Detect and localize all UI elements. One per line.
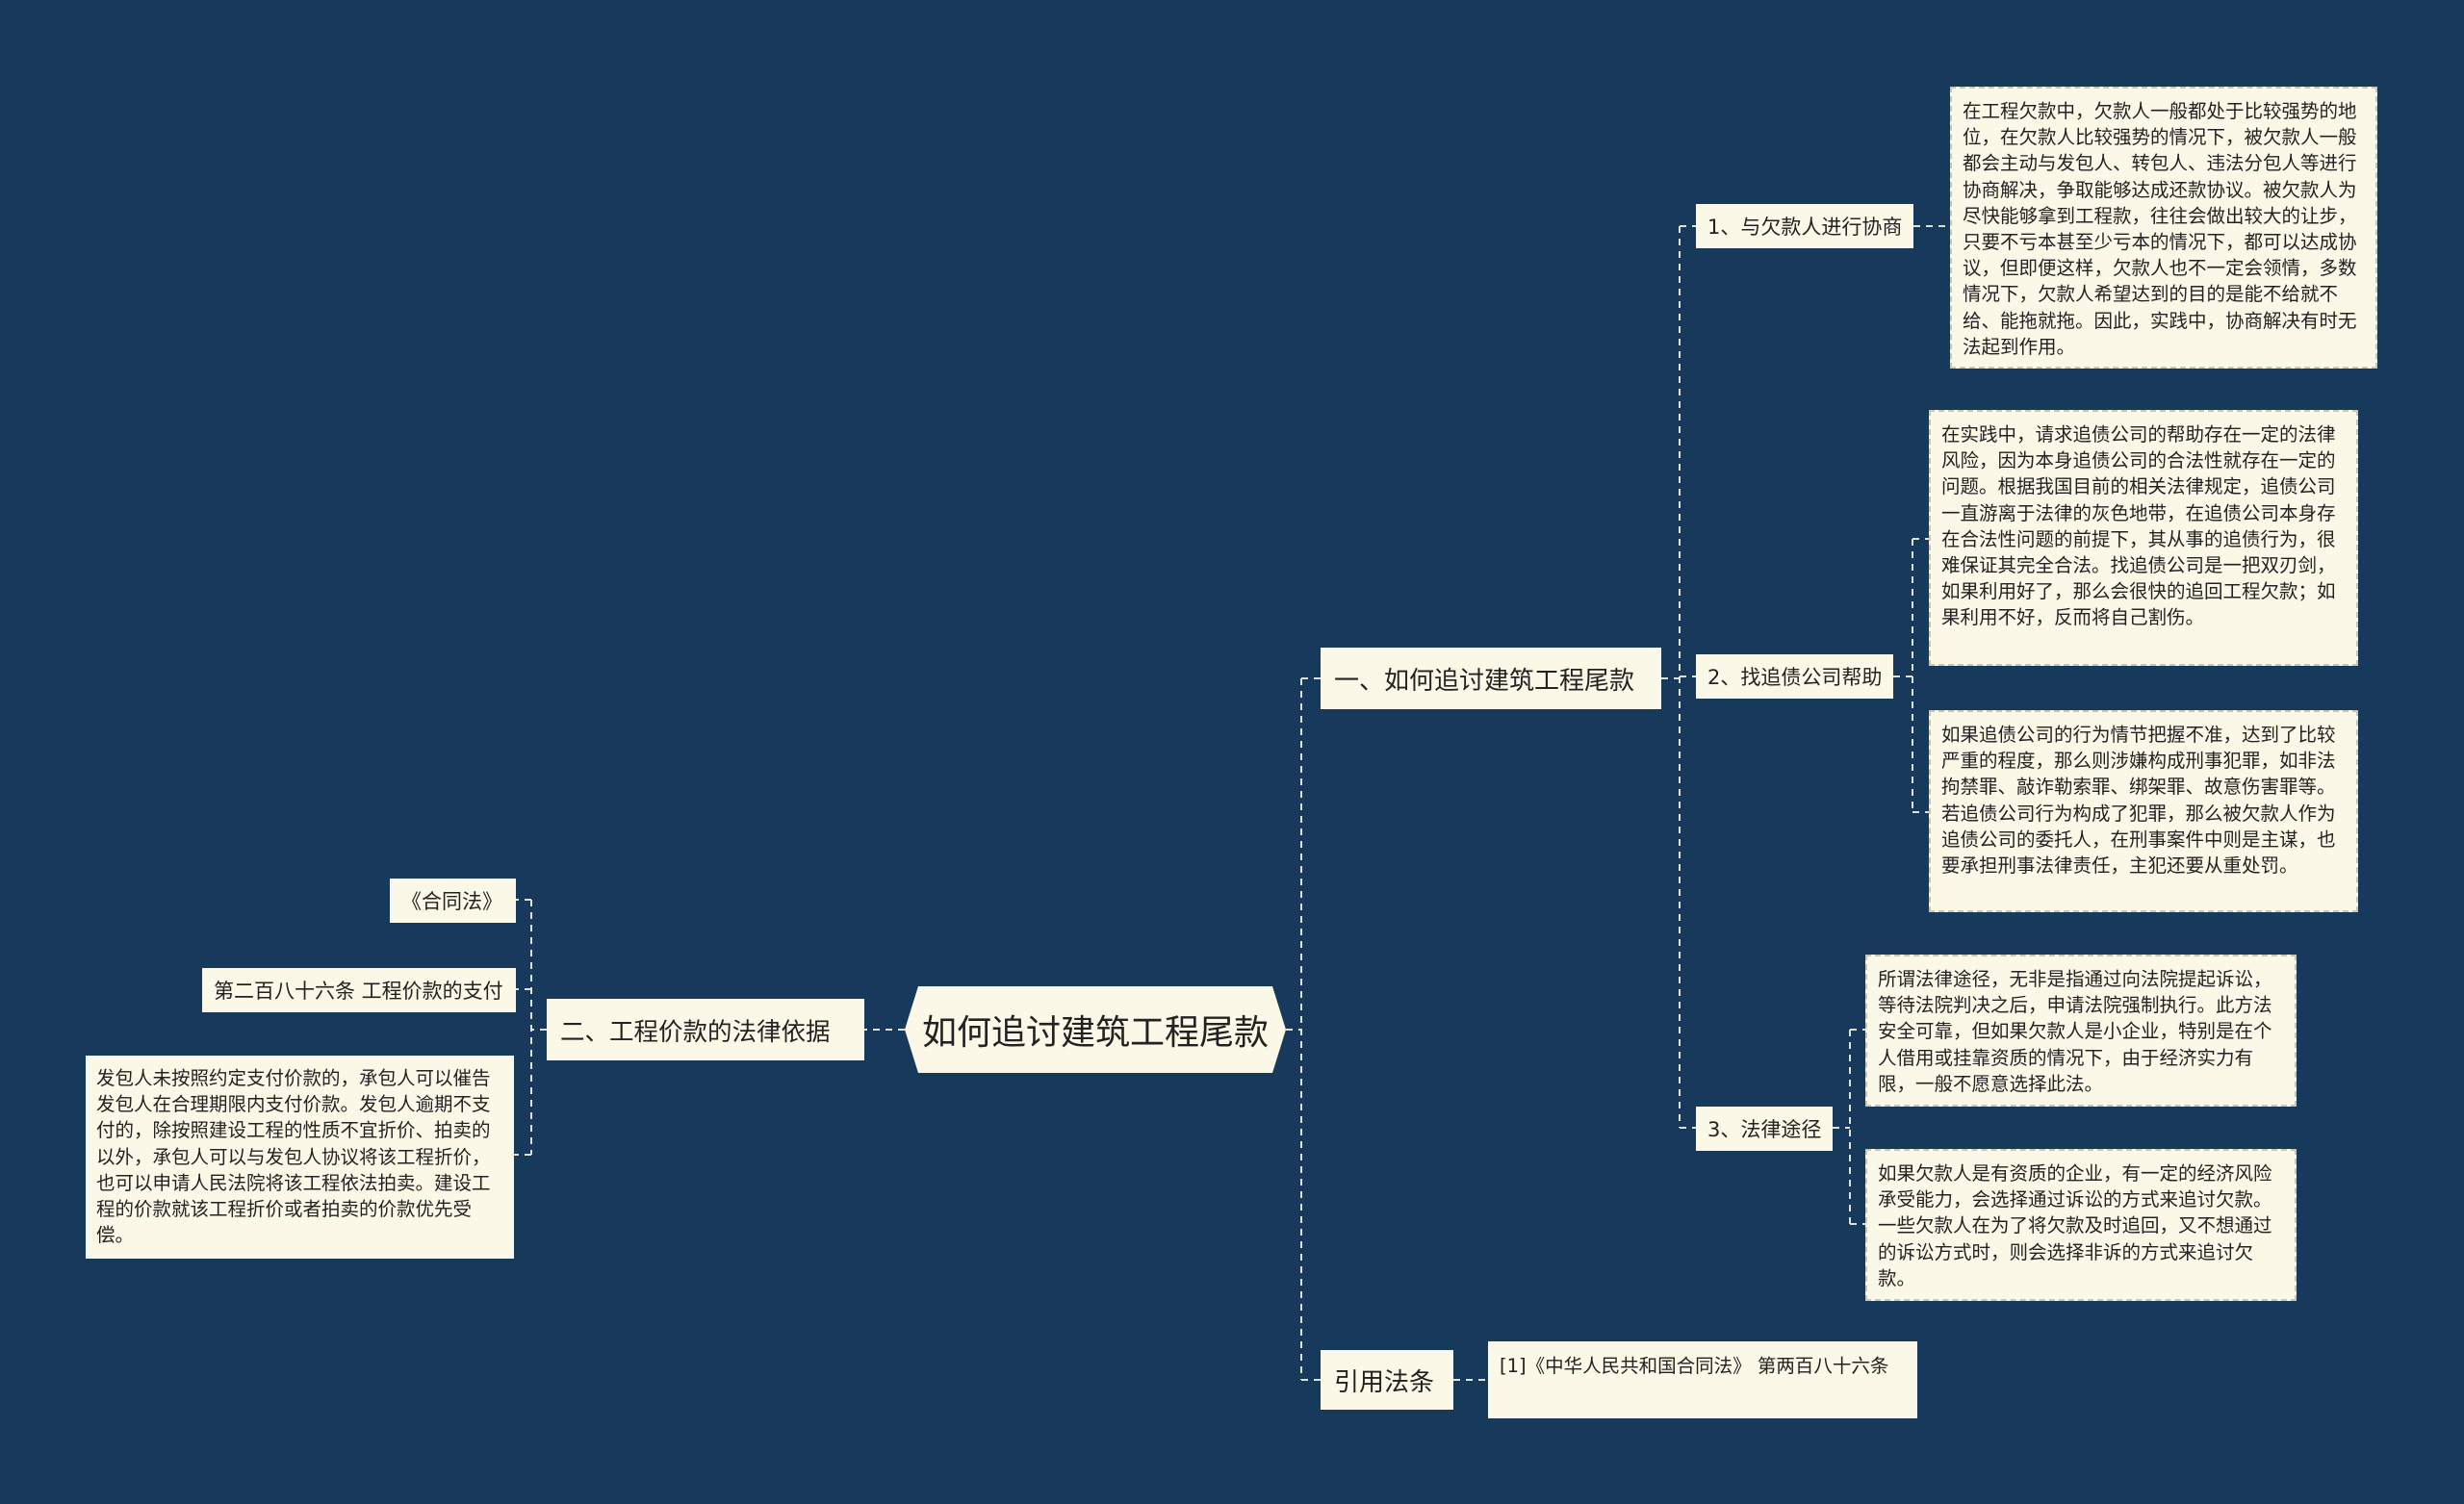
branch-legal-basis-label: 二、工程价款的法律依据 (560, 1017, 831, 1047)
branch-cited-law-label: 引用法条 (1334, 1367, 1435, 1397)
debt-company-text-2-content: 如果追债公司的行为情节把握不准，达到了比较严重的程度，那么则涉嫌构成刑事犯罪，如… (1941, 724, 2336, 878)
article-286-text: 发包人未按照约定支付价款的，承包人可以催告发包人在合理期限内支付价款。发包人逾期… (86, 1056, 514, 1259)
sub-negotiate-label: 1、与欠款人进行协商 (1707, 216, 1903, 239)
article-286-text-content: 发包人未按照约定支付价款的，承包人可以催告发包人在合理期限内支付价款。发包人逾期… (96, 1067, 491, 1247)
debt-company-text-2: 如果追债公司的行为情节把握不准，达到了比较严重的程度，那么则涉嫌构成刑事犯罪，如… (1929, 710, 2358, 912)
article-286-item[interactable]: 第二百八十六条 工程价款的支付 (202, 968, 516, 1012)
root-node[interactable]: 如何追讨建筑工程尾款 (905, 986, 1286, 1073)
sub-legal-route[interactable]: 3、法律途径 (1696, 1107, 1833, 1151)
legal-route-text-2-content: 如果欠款人是有资质的企业，有一定的经济风险承受能力，会选择通过诉讼的方式来追讨欠… (1878, 1162, 2272, 1289)
sub-legal-route-label: 3、法律途径 (1707, 1118, 1822, 1141)
cited-law-item: [1]《中华人民共和国合同法》 第两百八十六条 (1488, 1341, 1917, 1418)
branch-how-to-recover[interactable]: 一、如何追讨建筑工程尾款 (1321, 648, 1661, 709)
sub-negotiate[interactable]: 1、与欠款人进行协商 (1696, 204, 1913, 248)
cited-law-item-content: [1]《中华人民共和国合同法》 第两百八十六条 (1500, 1355, 1889, 1377)
legal-route-text-1-content: 所谓法律途径，无非是指通过向法院提起诉讼，等待法院判决之后，申请法院强制执行。此… (1878, 968, 2272, 1095)
debt-company-text-1: 在实践中，请求追债公司的帮助存在一定的法律风险，因为本身追债公司的合法性就存在一… (1929, 410, 2358, 666)
branch-how-to-recover-label: 一、如何追讨建筑工程尾款 (1334, 666, 1635, 696)
debt-company-text-1-content: 在实践中，请求追债公司的帮助存在一定的法律风险，因为本身追债公司的合法性就存在一… (1941, 423, 2336, 629)
negotiate-text-content: 在工程欠款中，欠款人一般都处于比较强势的地位，在欠款人比较强势的情况下，被欠款人… (1963, 100, 2357, 358)
contract-law-item[interactable]: 《合同法》 (390, 879, 516, 923)
legal-route-text-1: 所谓法律途径，无非是指通过向法院提起诉讼，等待法院判决之后，申请法院强制执行。此… (1865, 955, 2297, 1107)
branch-legal-basis[interactable]: 二、工程价款的法律依据 (547, 999, 864, 1060)
negotiate-text: 在工程欠款中，欠款人一般都处于比较强势的地位，在欠款人比较强势的情况下，被欠款人… (1950, 87, 2377, 369)
sub-debt-company-label: 2、找追债公司帮助 (1707, 666, 1883, 689)
branch-cited-law[interactable]: 引用法条 (1321, 1350, 1453, 1410)
contract-law-item-label: 《合同法》 (401, 890, 502, 913)
sub-debt-company[interactable]: 2、找追债公司帮助 (1696, 654, 1893, 699)
root-label: 如何追讨建筑工程尾款 (921, 1013, 1269, 1053)
article-286-item-label: 第二百八十六条 工程价款的支付 (214, 980, 503, 1003)
legal-route-text-2: 如果欠款人是有资质的企业，有一定的经济风险承受能力，会选择通过诉讼的方式来追讨欠… (1865, 1149, 2297, 1301)
